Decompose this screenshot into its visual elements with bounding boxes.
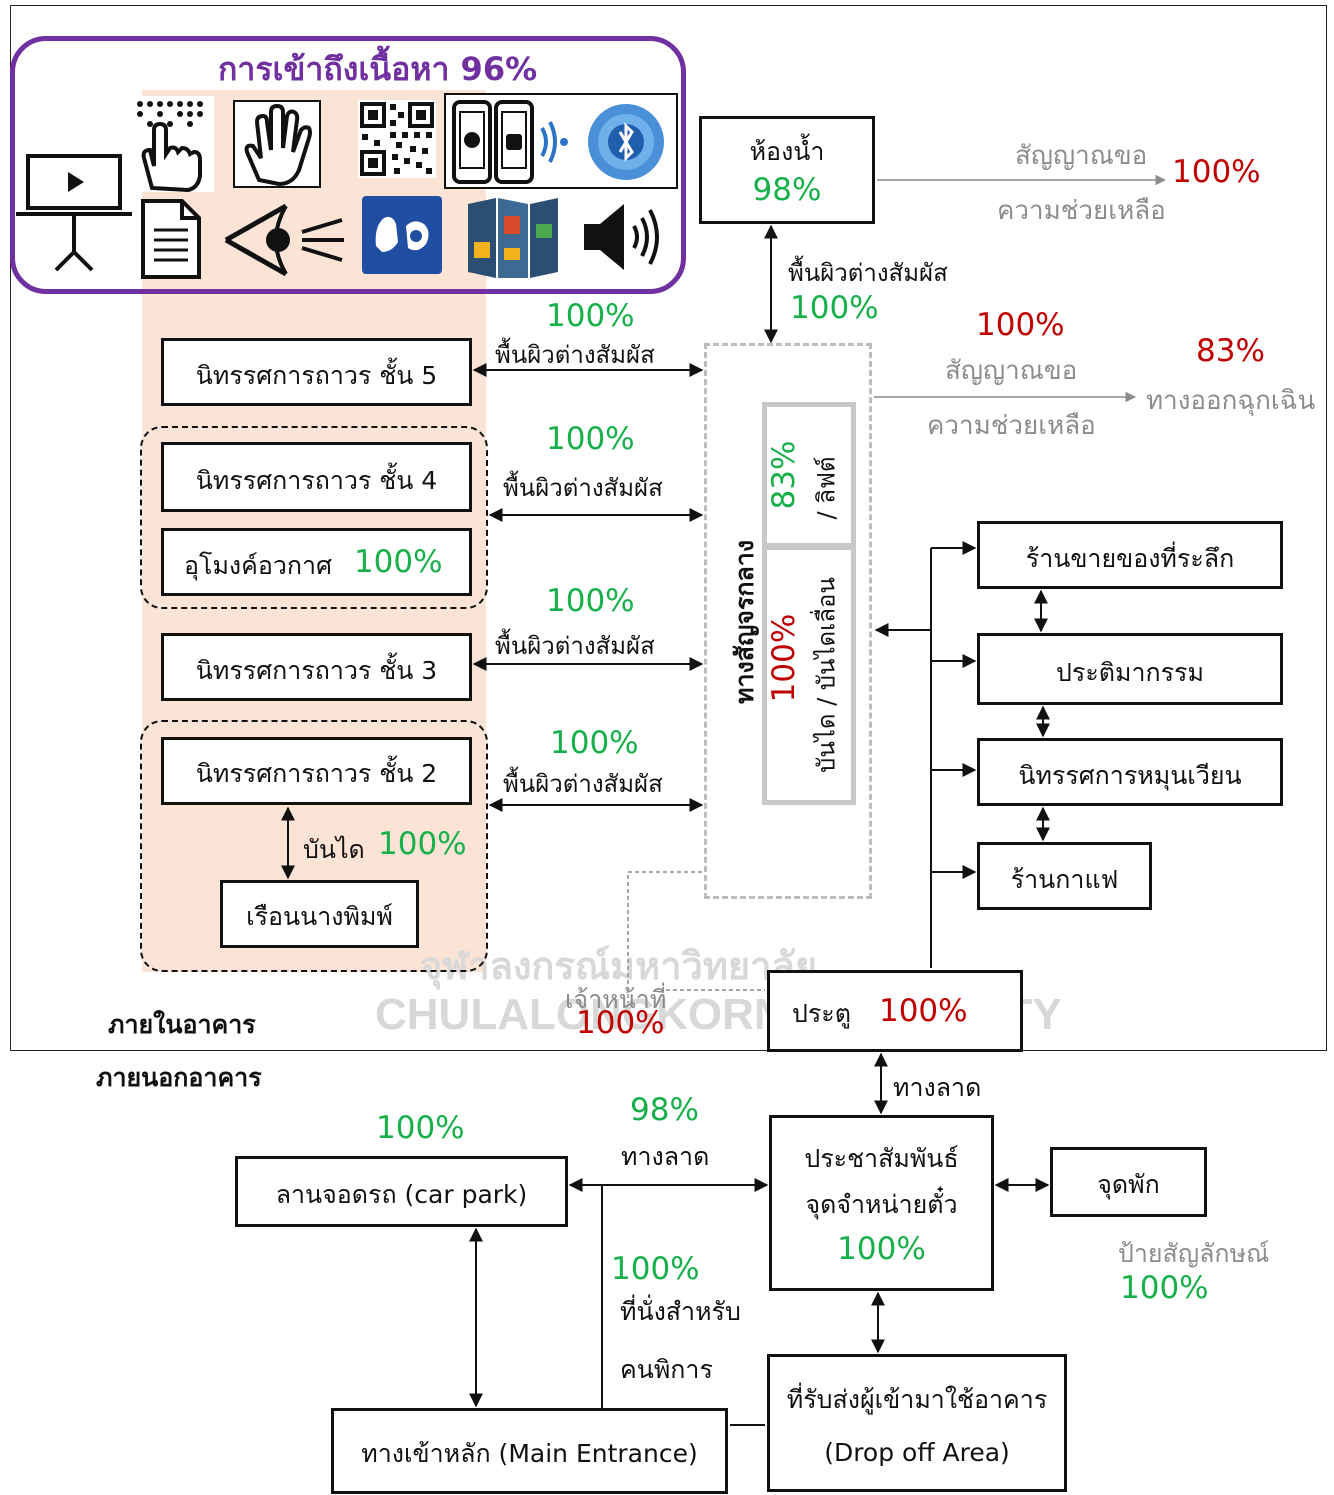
- signage-label: ป้ายสัญลักษณ์: [1118, 1239, 1270, 1268]
- drop-off-box: ที่รับส่งผู้เข้ามาใช้อาคาร (Drop off Are…: [767, 1354, 1067, 1492]
- outside-building-label: ภายนอกอาคาร: [96, 1063, 262, 1092]
- space-tunnel-label: อุโมงค์อวกาศ: [184, 551, 332, 580]
- help-signal-mid-line2: ความช่วยเหลือ: [927, 411, 1096, 441]
- building-outline: [10, 5, 1327, 1051]
- tactile-link-4-pct: 100%: [550, 725, 639, 761]
- stairs-escalator-pct: 100%: [766, 613, 802, 703]
- car-park-box: ลานจอดรถ (car park): [235, 1156, 568, 1227]
- ticket-box: ประชาสัมพันธ์ จุดจำหน่ายตั๋ว 100%: [769, 1115, 994, 1291]
- tactile-link-1-pct: 100%: [546, 298, 635, 334]
- restroom-pct: 98%: [752, 172, 822, 208]
- help-signal-top-line2: ความช่วยเหลือ: [997, 196, 1166, 226]
- help-signal-mid-line1: สัญญาณขอ: [945, 356, 1078, 386]
- tactile-link-3-pct: 100%: [546, 583, 635, 619]
- stairs-escalator-box: [762, 545, 856, 805]
- drop-off-line2: (Drop off Area): [824, 1437, 1010, 1467]
- presentation-screen-icon: [16, 154, 132, 272]
- floor-3-box: นิทรรศการถาวร ชั้น 3: [161, 633, 472, 701]
- eye-view-icon: [224, 203, 344, 277]
- tactile-link-2-label: พื้นผิวต่างสัมผัส: [503, 474, 663, 502]
- tactile-link-3-label: พื้นผิวต่างสัมผัส: [495, 632, 655, 660]
- document-icon: [141, 199, 201, 279]
- tactile-link-4-label: พื้นผิวต่างสัมผัส: [503, 770, 663, 798]
- floor-5-box: นิทรรศการถาวร ชั้น 5: [161, 338, 472, 406]
- accessibility-title: การเข้าถึงเนื้อหา 96%: [218, 50, 538, 88]
- space-tunnel-box: อุโมงค์อวกาศ 100%: [161, 528, 472, 596]
- rotating-exhibition-box: นิทรรศการหมุนเวียน: [977, 738, 1283, 806]
- floor-2-group: [140, 720, 488, 972]
- floor-4-box: นิทรรศการถาวร ชั้น 4: [161, 442, 472, 512]
- lift-label: / ลิฟต์: [812, 456, 841, 520]
- ticket-line2: จุดจำหน่ายตั๋ว: [805, 1190, 958, 1219]
- lift-pct: 83%: [766, 440, 802, 510]
- disabled-seat-line2: คนพิการ: [620, 1355, 713, 1384]
- help-signal-mid-pct: 100%: [976, 307, 1065, 343]
- door-label: ประตู: [792, 999, 851, 1028]
- main-entrance-box: ทางเข้าหลัก (Main Entrance): [331, 1408, 728, 1494]
- ramp-mid-pct: 98%: [630, 1092, 699, 1128]
- tactile-link-1-label: พื้นผิวต่างสัมผัส: [495, 341, 655, 369]
- disabled-seat-pct: 100%: [611, 1251, 700, 1287]
- tactile-link-2-pct: 100%: [546, 421, 635, 457]
- restroom-box: ห้องน้ำ 98%: [699, 116, 875, 224]
- braille-touch-icon: [130, 96, 214, 192]
- ramp-mid-label: ทางลาด: [621, 1142, 710, 1171]
- rest-point-box: จุดพัก: [1050, 1147, 1207, 1217]
- tactile-top-label: พื้นผิวต่างสัมผัส: [788, 259, 948, 287]
- emergency-exit-pct: 83%: [1196, 333, 1265, 369]
- nang-phim-house-box: เรือนนางพิมพ์: [220, 880, 419, 948]
- stairs-escalator-label: บันได / บันไดเลื่อน: [812, 577, 841, 773]
- signage-pct: 100%: [1120, 1270, 1209, 1306]
- help-signal-top-line1: สัญญาณขอ: [1015, 141, 1148, 171]
- space-tunnel-pct: 100%: [353, 544, 443, 580]
- smartphone-app-icon: [452, 100, 568, 184]
- ticket-line1: ประชาสัมพันธ์: [804, 1144, 959, 1173]
- tactile-top-pct: 100%: [790, 290, 879, 326]
- accessibility-panel: [10, 36, 686, 294]
- sign-language-icon: [362, 196, 442, 274]
- door-pct: 100%: [878, 993, 968, 1029]
- bluetooth-icon: [588, 104, 664, 180]
- floor-4-group: [140, 426, 488, 609]
- floor-2-box: นิทรรศการถาวร ชั้น 2: [161, 737, 472, 805]
- circulation-title: ทางสัญจรกลาง: [730, 539, 759, 705]
- ticket-pct: 100%: [837, 1231, 926, 1267]
- door-box: ประตู 100%: [767, 970, 1023, 1052]
- door-ramp-label: ทางลาด: [893, 1073, 982, 1102]
- speaker-icon: [584, 204, 659, 270]
- help-signal-top-pct: 100%: [1172, 154, 1261, 190]
- central-circulation: [704, 343, 872, 899]
- brochure-icon: [468, 198, 558, 278]
- hand-icon: [233, 100, 321, 188]
- staff-pct: 100%: [576, 1005, 665, 1041]
- restroom-label: ห้องน้ำ: [749, 137, 825, 166]
- disabled-seat-line1: ที่นั่งสำหรับ: [620, 1297, 741, 1326]
- qr-code-icon: [358, 100, 436, 178]
- stairs-pct: 100%: [378, 826, 467, 862]
- sculpture-box: ประติมากรรม: [977, 633, 1283, 705]
- stairs-label: บันได: [303, 835, 365, 864]
- drop-off-line1: ที่รับส่งผู้เข้ามาใช้อาคาร: [786, 1384, 1048, 1414]
- parking-pct: 100%: [376, 1110, 465, 1146]
- inside-building-label: ภายในอาคาร: [108, 1010, 256, 1039]
- souvenir-shop-box: ร้านขายของที่ระลึก: [977, 521, 1283, 589]
- emergency-exit-label: ทางออกฉุกเฉิน: [1146, 386, 1316, 416]
- cafe-box: ร้านกาแฟ: [977, 842, 1152, 910]
